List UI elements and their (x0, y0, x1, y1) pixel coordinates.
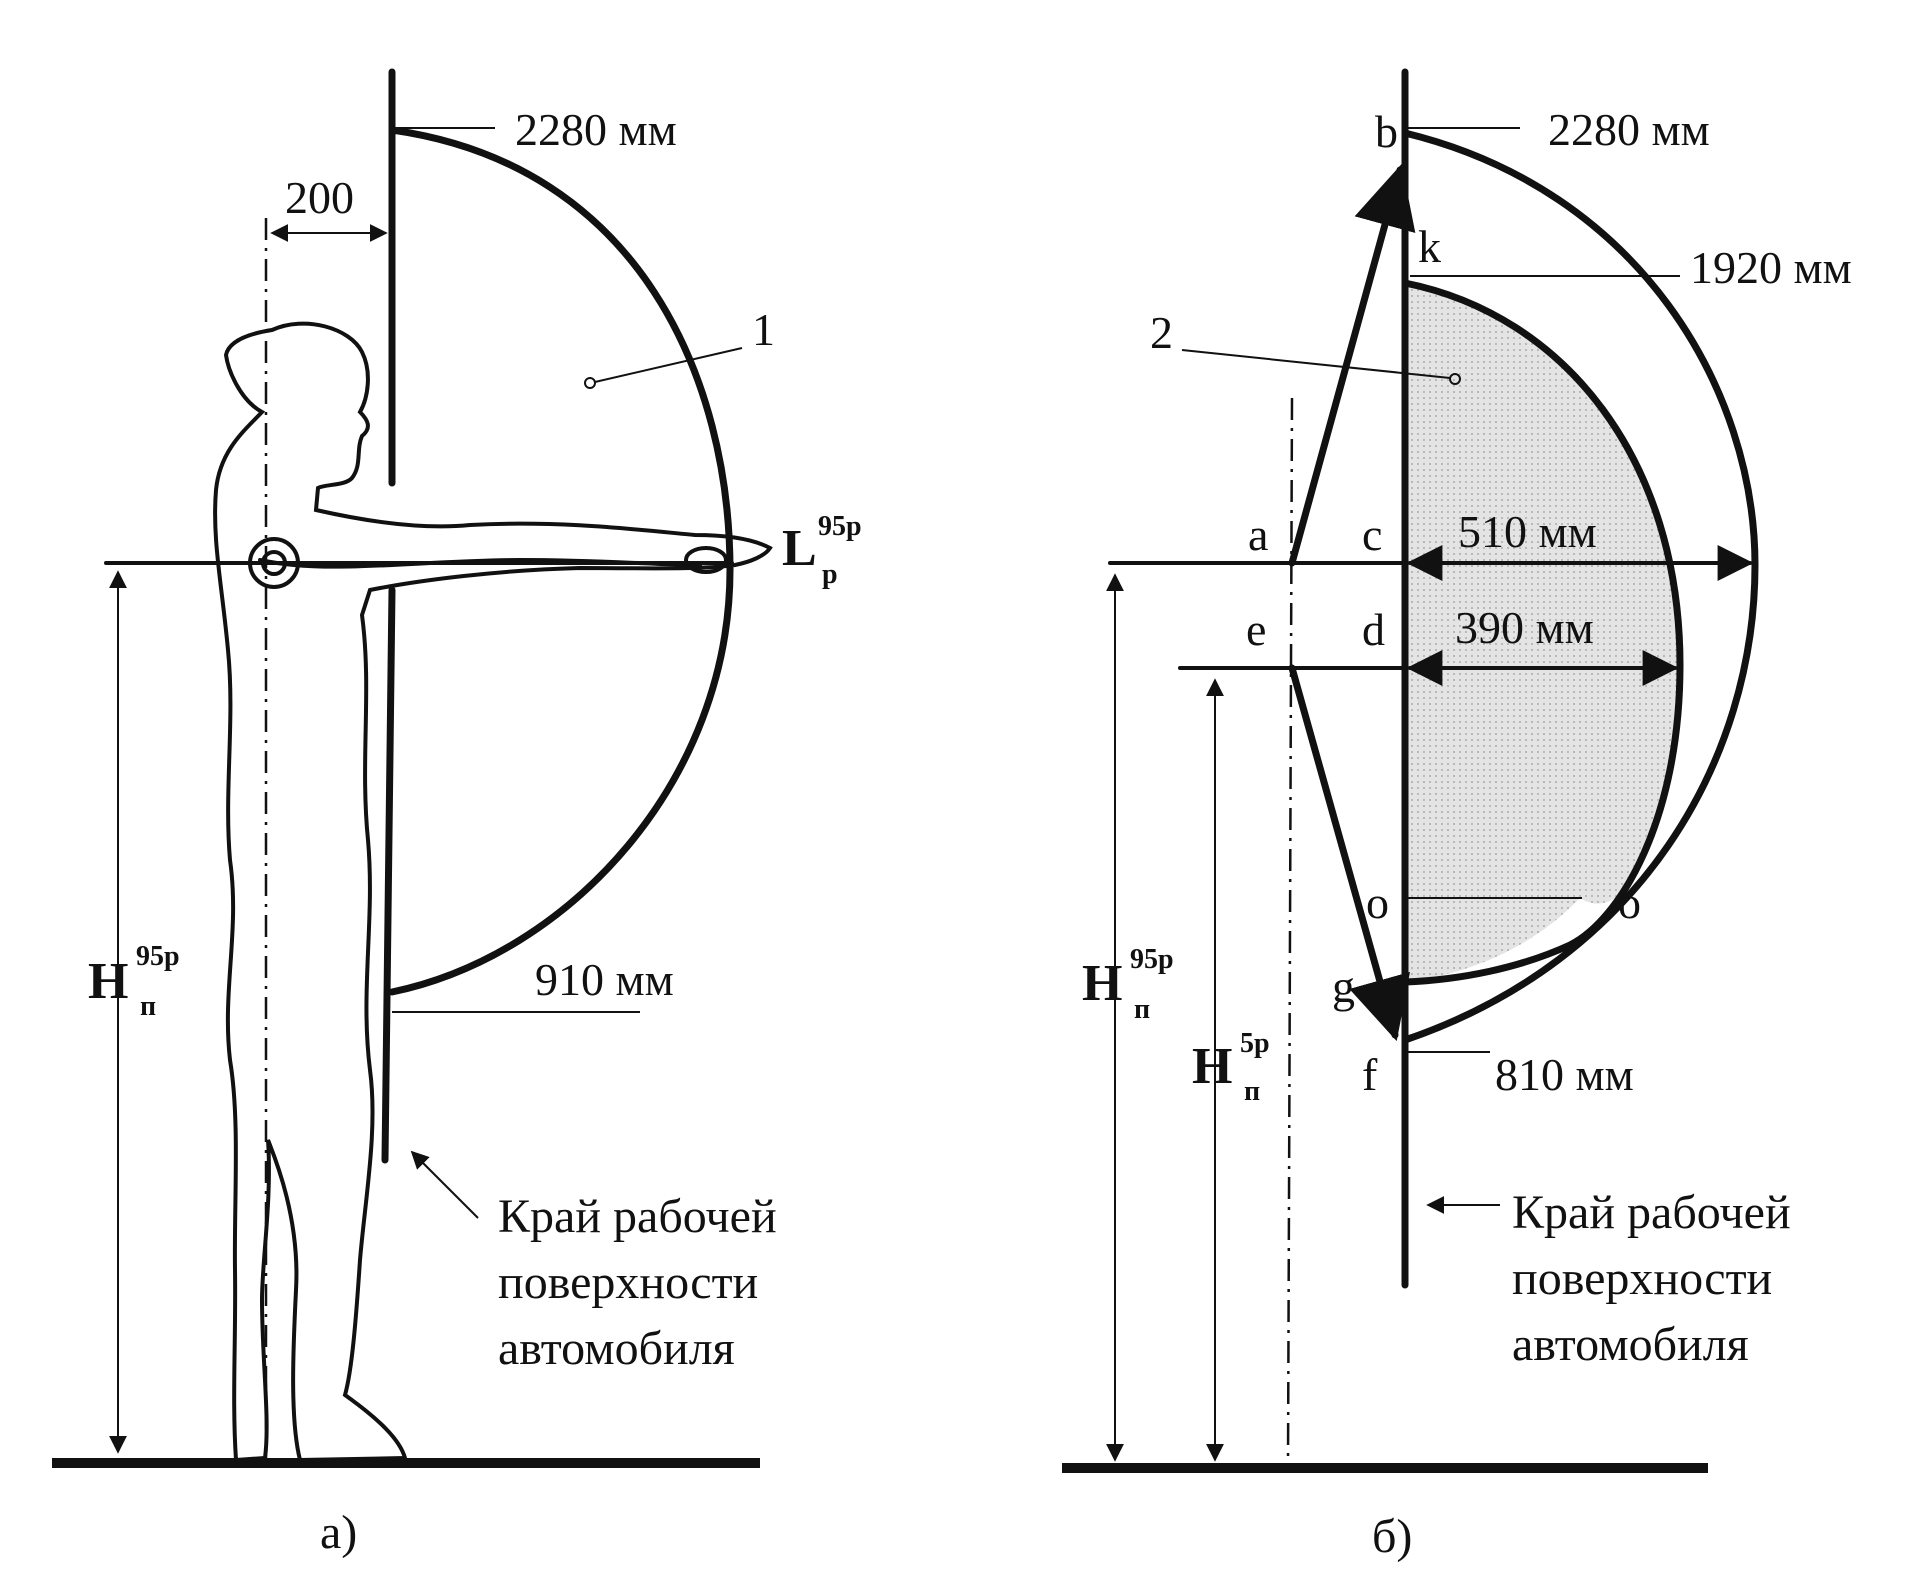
caption-a: а) (320, 1506, 357, 1559)
surface-edge-a-lower (381, 586, 396, 1164)
height-symbol-b-5: H 5р п (1192, 1028, 1270, 1107)
arm-line-ef (1288, 664, 1411, 1042)
edge-note-a: Край рабочей поверхности автомобиля (498, 1190, 777, 1375)
point-e: e (1246, 604, 1266, 655)
reach-arc-1 (388, 126, 734, 996)
svg-text:95р: 95р (818, 511, 862, 542)
svg-text:п: п (1134, 994, 1150, 1025)
height-symbol-b-95: H 95р п (1082, 944, 1174, 1025)
human-silhouette (213, 321, 773, 1463)
svg-text:поверхности: поверхности (1512, 1252, 1772, 1305)
svg-text:р: р (822, 559, 838, 590)
point-f: f (1362, 1049, 1378, 1100)
svg-text:H: H (1082, 955, 1122, 1012)
point-a: a (1248, 509, 1268, 560)
reach-symbol: L 95р р (782, 511, 862, 590)
bottom-height-label-b: 810 мм (1495, 1049, 1634, 1100)
svg-text:автомобиля: автомобиля (498, 1322, 735, 1375)
top-height-label-b: 2280 мм (1548, 104, 1710, 155)
svg-text:L: L (782, 520, 817, 577)
outer-arc (1401, 129, 1759, 1044)
zone1-label: 1 (752, 304, 775, 355)
svg-text:95р: 95р (136, 941, 180, 972)
svg-text:95р: 95р (1130, 944, 1174, 975)
hand (684, 546, 728, 574)
zone2-marker (1449, 373, 1461, 385)
zone2-label: 2 (1150, 307, 1173, 358)
point-o-right: o (1618, 877, 1641, 928)
height-symbol-a: H 95р п (88, 941, 180, 1022)
caption-b: б) (1372, 1510, 1412, 1563)
svg-text:5р: 5р (1240, 1028, 1270, 1059)
point-o-left: o (1366, 877, 1389, 928)
outer-reach-label: 510 мм (1458, 506, 1597, 557)
mid-height-label-b: 1920 мм (1690, 242, 1852, 293)
svg-text:п: п (140, 991, 156, 1022)
svg-text:Край рабочей: Край рабочей (1512, 1186, 1791, 1239)
point-c: c (1362, 509, 1382, 560)
point-k: k (1418, 221, 1441, 272)
point-d: d (1362, 604, 1385, 655)
inner-arc (1401, 279, 1684, 986)
svg-text:автомобиля: автомобиля (1512, 1318, 1749, 1371)
figure-a: 2280 мм 200 1 910 мм L 95р р H 95р п Кра… (52, 68, 862, 1559)
zone-2-shaded (1405, 283, 1680, 982)
svg-text:H: H (1192, 1038, 1232, 1095)
offset-label: 200 (285, 172, 354, 223)
leader-zone2 (1181, 349, 1451, 379)
inner-reach-label: 390 мм (1455, 602, 1594, 653)
zone1-marker (584, 377, 596, 389)
top-height-label-a: 2280 мм (515, 104, 677, 155)
leader-zone1 (594, 347, 743, 383)
body-axis-b (1286, 397, 1294, 1466)
point-g: g (1332, 961, 1355, 1012)
svg-text:п: п (1244, 1076, 1260, 1107)
bottom-height-label-a: 910 мм (535, 954, 674, 1005)
edge-arrow-a (410, 1150, 479, 1219)
svg-text:поверхности: поверхности (498, 1256, 758, 1309)
figure-b: b 2280 мм k 1920 мм 2 a c 510 мм e d 390… (1062, 68, 1852, 1563)
point-b: b (1375, 106, 1398, 157)
edge-note-b: Край рабочей поверхности автомобиля (1512, 1186, 1791, 1371)
svg-text:Край рабочей: Край рабочей (498, 1190, 777, 1243)
svg-text:H: H (88, 953, 128, 1010)
